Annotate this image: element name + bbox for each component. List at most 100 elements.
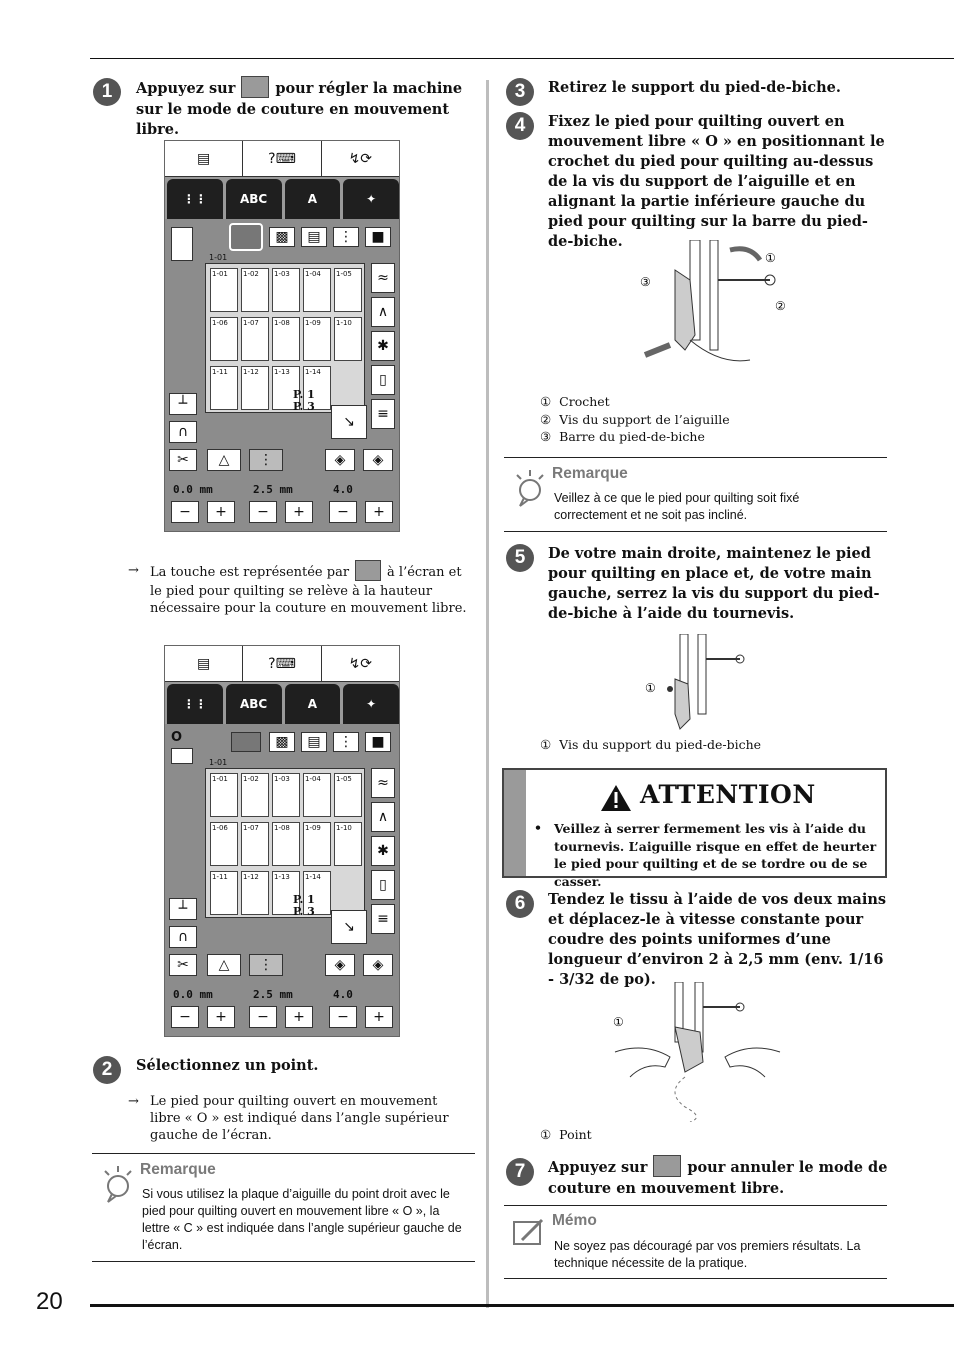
stitch-cell[interactable]: 1-08 [272,822,300,866]
stitch-cell[interactable]: 1-11 [210,871,238,915]
stitch-category-icon[interactable]: ✱ [371,836,395,866]
tension-plus-button[interactable]: + [365,1006,393,1028]
utility-tab-icon[interactable]: ⋮⋮ [167,179,223,219]
stitch-cell[interactable]: 1-13 [272,366,300,410]
help-icon[interactable]: ?⌨ [243,646,322,681]
length-minus-button[interactable]: − [249,501,277,523]
stitch-cell[interactable]: 1-10 [334,317,362,361]
tab-a[interactable]: A [284,179,341,219]
page-arrow-icon[interactable]: ↘ [331,405,367,439]
svg-text:①: ① [765,251,776,265]
stitch-cell[interactable]: 1-14 [303,366,331,410]
page-arrow-icon[interactable]: ↘ [331,910,367,944]
stitch-category-icon[interactable]: ≡ [371,399,395,429]
lock-icon[interactable]: ▩ [269,227,295,247]
diamond-arrow-icon[interactable]: ◈ [363,954,393,976]
settings-icon[interactable]: ↯⟳ [348,655,373,672]
stitch-cell[interactable]: 1-06 [210,317,238,361]
free-motion-key-icon[interactable] [229,223,263,251]
stitch-cell[interactable]: 1-13 [272,871,300,915]
screen-body: ▩ ▤ ⋮ ■ 1-01 1-01 1-02 1-03 1-04 1-05 1-… [165,219,399,531]
stitch-category-icon[interactable]: ≡ [371,904,395,934]
legend-label: Vis du support du pied-de-biche [559,737,762,752]
reverse-icon[interactable]: ┴ [169,898,197,920]
embroidery-tab-icon[interactable]: ✦ [343,684,399,724]
needle-icon[interactable]: ⋮ [333,227,359,247]
stitch-cell[interactable]: 1-01 [210,268,238,312]
scissors-icon[interactable]: ✂ [169,449,197,471]
book-icon[interactable]: ▤ [301,227,327,247]
mirror-icon[interactable]: △ [207,449,241,471]
stitch-cell[interactable]: 1-05 [334,773,362,817]
reinforce-icon[interactable]: ∩ [169,421,197,443]
length-plus-button[interactable]: + [285,501,313,523]
stitch-cell[interactable]: 1-02 [241,773,269,817]
stitch-cell[interactable]: 1-05 [334,268,362,312]
unit-2: mm [279,988,293,1001]
stitch-category-icon[interactable]: ≈ [371,768,395,798]
scissors-icon[interactable]: ✂ [169,954,197,976]
stitch-category-icon[interactable]: ✱ [371,331,395,361]
stitch-category-icon[interactable]: ∧ [371,297,395,327]
memory-icon[interactable]: ■ [365,732,391,752]
width-plus-button[interactable]: + [207,1006,235,1028]
page-icon[interactable]: ▤ [165,646,244,681]
stitch-category-icon[interactable]: ∧ [371,802,395,832]
stitch-cell[interactable]: 1-04 [303,773,331,817]
utility-tab-icon[interactable]: ⋮⋮ [167,684,223,724]
stitch-cell[interactable]: 1-10 [334,822,362,866]
settings-icon[interactable]: ↯⟳ [348,150,373,167]
stitch-cell[interactable]: 1-06 [210,822,238,866]
step-5-text: De votre main droite, maintenez le pied … [548,545,880,622]
memory-icon[interactable]: ■ [365,227,391,247]
stitch-cell[interactable]: 1-09 [303,822,331,866]
tension-minus-button[interactable]: − [329,1006,357,1028]
memo-title: Mémo [552,1212,597,1229]
stitch-cell[interactable]: 1-08 [272,317,300,361]
diamond-arrow-icon[interactable]: ◈ [363,449,393,471]
stitch-cell[interactable]: 1-12 [241,871,269,915]
stitch-cell[interactable]: 1-01 [210,773,238,817]
stitch-cell[interactable]: 1-07 [241,317,269,361]
twin-needle-icon[interactable]: ⋮ [249,954,283,976]
stitch-category-icon[interactable]: ▯ [371,870,395,900]
stitch-cell[interactable]: 1-03 [272,268,300,312]
stitch-cell[interactable]: 1-09 [303,317,331,361]
book-icon[interactable]: ▤ [301,732,327,752]
legend-label: Point [559,1127,592,1142]
stitch-category-icon[interactable]: ▯ [371,365,395,395]
stitch-cell[interactable]: 1-04 [303,268,331,312]
page-icon[interactable]: ▤ [165,141,244,176]
stitch-cell[interactable]: 1-07 [241,822,269,866]
tab-abc[interactable]: ABC [225,684,282,724]
twin-needle-icon[interactable]: ⋮ [249,449,283,471]
arrow-icon: → [128,563,139,578]
needle-icon[interactable]: ⋮ [333,732,359,752]
tab-a[interactable]: A [284,684,341,724]
stitch-category-icon[interactable]: ≈ [371,263,395,293]
stitch-cell[interactable]: 1-02 [241,268,269,312]
width-plus-button[interactable]: + [207,501,235,523]
embroidery-tab-icon[interactable]: ✦ [343,179,399,219]
free-motion-key-icon[interactable] [231,732,261,752]
width-minus-button[interactable]: − [171,501,199,523]
tension-plus-button[interactable]: + [365,501,393,523]
svg-text:①: ① [613,1015,624,1029]
length-plus-button[interactable]: + [285,1006,313,1028]
stitch-cell[interactable]: 1-03 [272,773,300,817]
reinforce-icon[interactable]: ∩ [169,926,197,948]
reverse-icon[interactable]: ┴ [169,393,197,415]
tab-abc[interactable]: ABC [225,179,282,219]
tension-minus-button[interactable]: − [329,501,357,523]
width-minus-button[interactable]: − [171,1006,199,1028]
stitch-cell[interactable]: 1-14 [303,871,331,915]
width-value: 0.0 mm [173,988,213,1001]
diamond-icon[interactable]: ◈ [325,954,355,976]
length-minus-button[interactable]: − [249,1006,277,1028]
diamond-icon[interactable]: ◈ [325,449,355,471]
mirror-icon[interactable]: △ [207,954,241,976]
help-icon[interactable]: ?⌨ [243,141,322,176]
lock-icon[interactable]: ▩ [269,732,295,752]
stitch-cell[interactable]: 1-11 [210,366,238,410]
stitch-cell[interactable]: 1-12 [241,366,269,410]
